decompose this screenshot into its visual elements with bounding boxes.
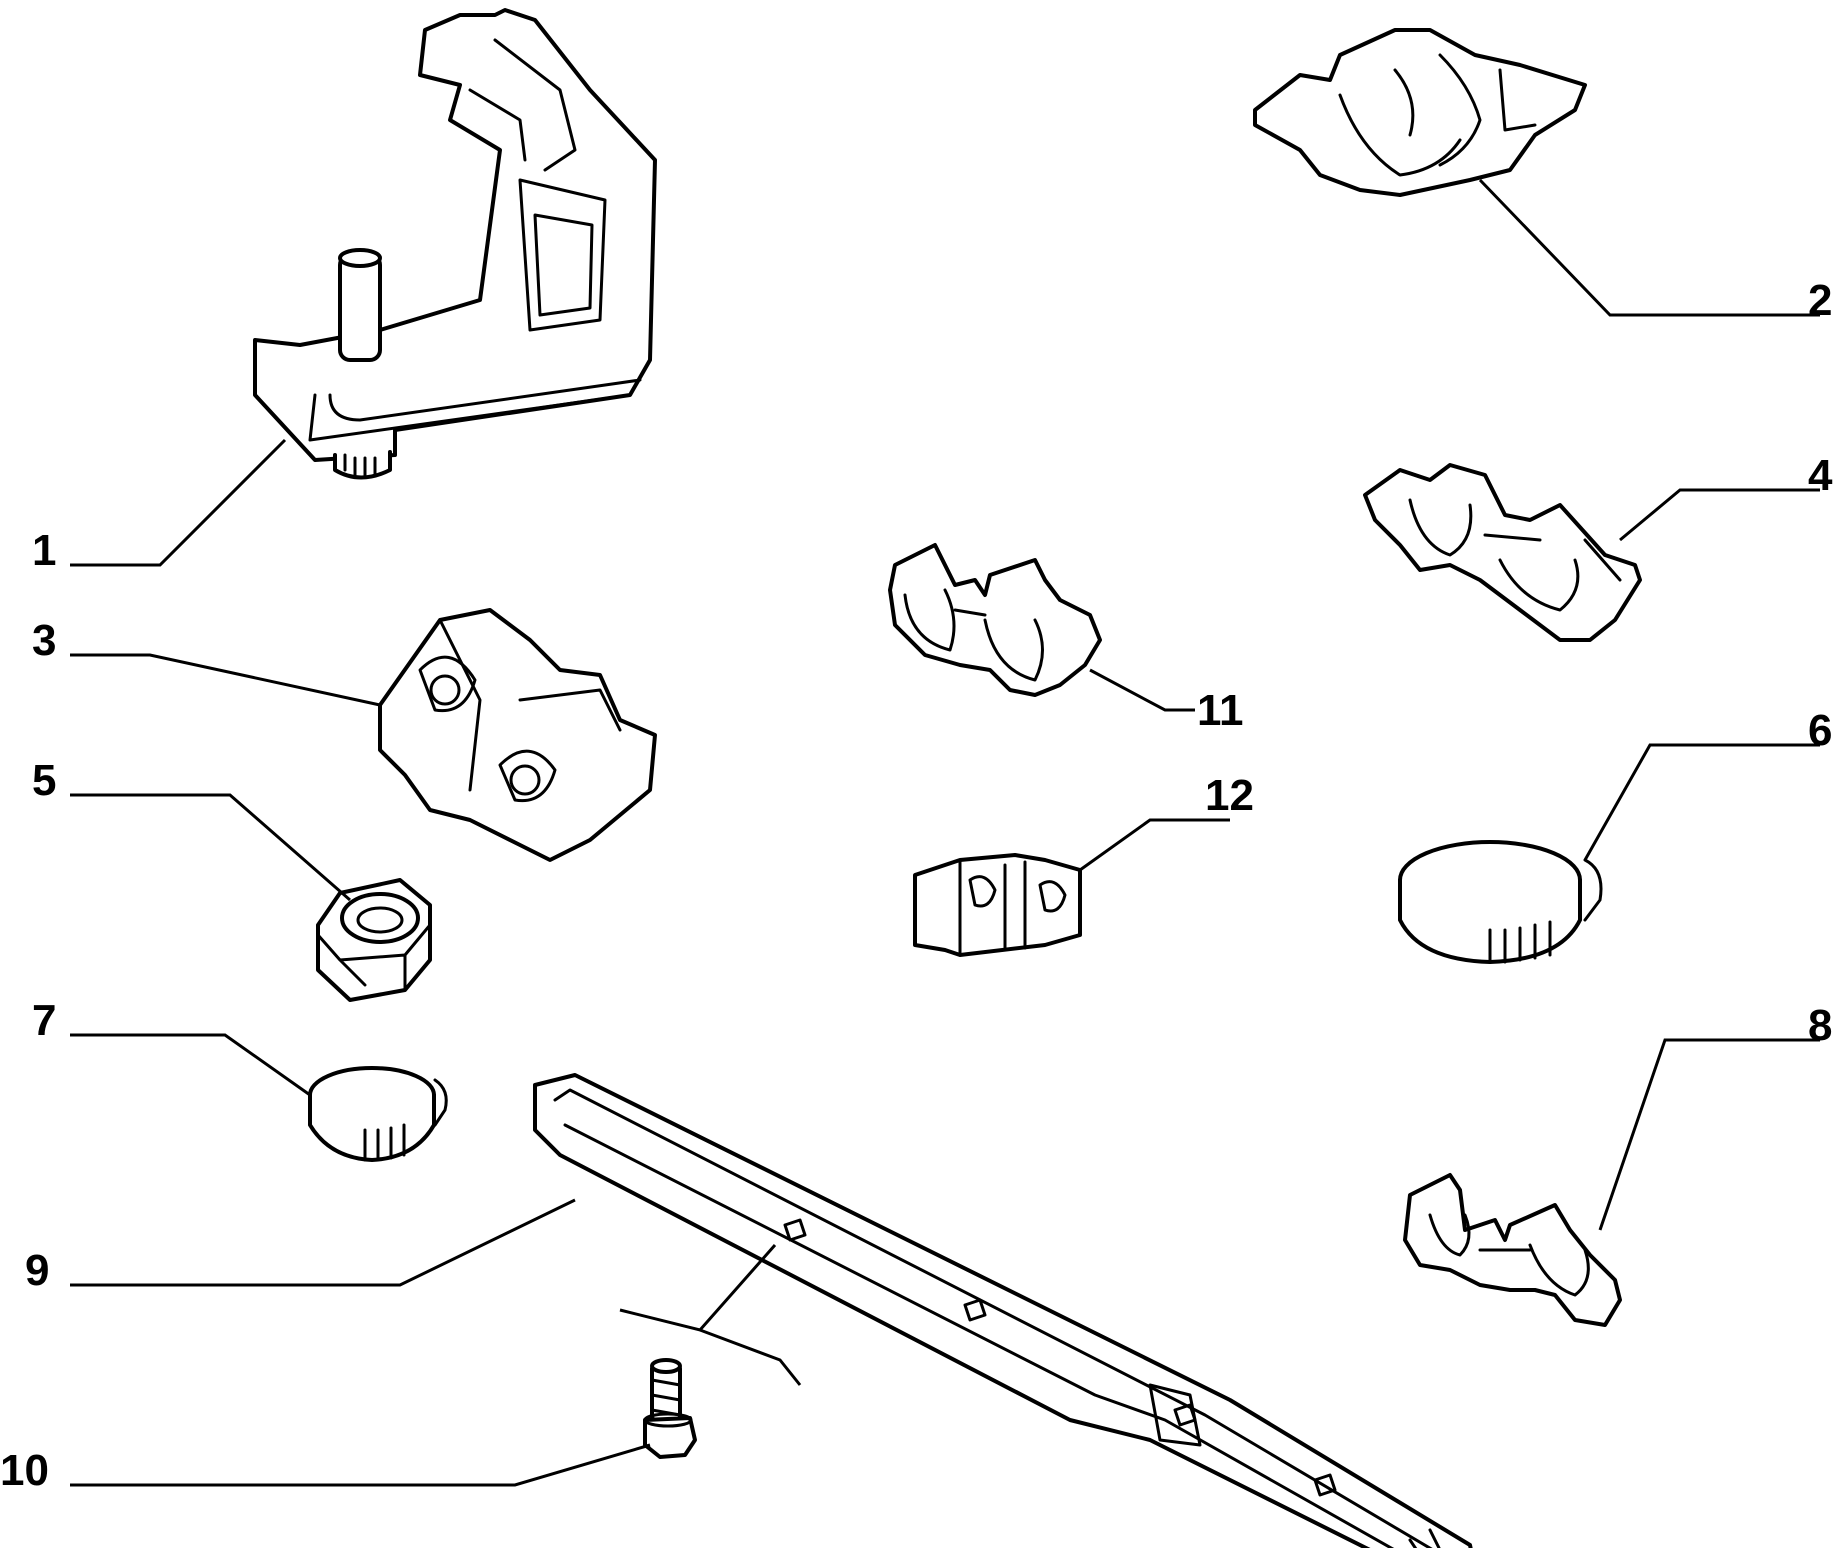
callout-1: 1: [32, 526, 56, 575]
callout-8: 8: [1808, 1001, 1832, 1050]
part-4-clip: [1363, 463, 1642, 642]
part-10-bolt: [643, 1358, 697, 1459]
callout-9: 9: [25, 1246, 49, 1295]
leader-4: [1619, 488, 1820, 542]
callout-6: 6: [1808, 706, 1832, 755]
leader-8: [1598, 1038, 1820, 1231]
leader-1: [70, 438, 287, 567]
part-9-rail: [533, 1073, 1473, 1548]
leader-9: [70, 1198, 576, 1287]
part-8-hose-clip: [1403, 1173, 1622, 1327]
leader-lines: [70, 178, 1820, 1487]
callout-2: 2: [1808, 276, 1832, 325]
leader-7: [70, 1033, 311, 1097]
callout-12: 12: [1205, 771, 1254, 820]
part-1-bracket: [253, 8, 657, 480]
callout-4: 4: [1808, 451, 1833, 500]
leader-3: [70, 653, 381, 707]
leader-10: [70, 1443, 651, 1487]
leader-9c: [699, 1328, 802, 1386]
callout-11: 11: [1197, 686, 1244, 735]
callout-5: 5: [32, 756, 56, 805]
part-12-holder: [913, 853, 1082, 957]
leader-11: [1089, 668, 1195, 712]
leader-6: [1583, 743, 1820, 861]
callout-7: 7: [32, 996, 56, 1045]
leader-5: [70, 793, 351, 902]
leader-2: [1478, 178, 1820, 317]
callout-3: 3: [32, 616, 56, 665]
leader-12: [1079, 818, 1230, 872]
part-11-hose-clip: [888, 543, 1102, 697]
part-5-nut: [316, 878, 432, 1002]
callout-10: 10: [0, 1446, 49, 1495]
part-2-clip: [1253, 28, 1587, 197]
part-6-band-clamp: [1398, 840, 1603, 964]
part-3-holder: [378, 608, 657, 862]
callout-numbers: 1 2 3 4 5 6 7 8 9 10 11 12: [0, 276, 1833, 1495]
part-7-band-clamp: [308, 1066, 448, 1162]
leader-9b: [619, 1244, 777, 1332]
